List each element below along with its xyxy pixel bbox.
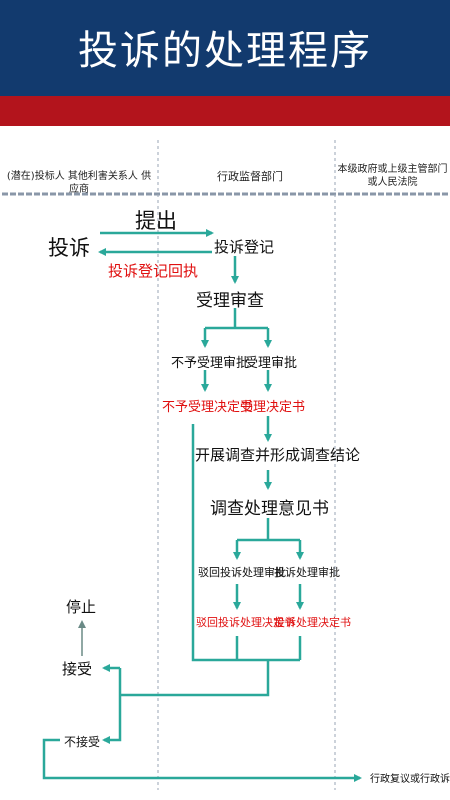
lane-label-complainant: (潜在)投标人 其他利害关系人 供应商 <box>6 171 152 195</box>
arrow-merge-results <box>120 660 270 697</box>
node-complaint: 投诉 <box>48 236 90 260</box>
node-accept: 接受 <box>62 660 93 678</box>
node-handle-approval: 投诉处理审批 <box>274 566 340 579</box>
node-not-accept: 不接受 <box>64 735 101 749</box>
lane-label-higher-authority: 本级政府或上级主管部门 或人民法院 <box>335 163 450 189</box>
node-accept-decision: 受理决定书 <box>240 400 306 415</box>
node-reject-decision: 不予受理决定书 <box>162 400 254 415</box>
arrow-to-appeal <box>42 738 362 782</box>
lane-label-supervisor: 行政监督部门 <box>217 170 283 183</box>
node-stop: 停止 <box>66 598 97 616</box>
node-appeal: 行政复议或行政诉讼 <box>370 774 450 785</box>
node-opinion: 调查处理意见书 <box>210 499 329 519</box>
lane-separators <box>2 140 448 790</box>
label-submit: 提出 <box>135 209 177 233</box>
node-dismiss-approval: 驳回投诉处理审批 <box>198 566 286 579</box>
lane-label-higher-authority-line1: 本级政府或上级主管部门 <box>337 164 448 175</box>
node-dismiss-decision: 驳回投诉处理决定书 <box>196 616 295 629</box>
node-receipt: 投诉登记回执 <box>108 262 199 280</box>
arrow-to-not-accept <box>102 668 122 744</box>
lane-label-higher-authority-line2: 或人民法院 <box>367 177 418 188</box>
node-accept-approval: 受理审批 <box>245 356 298 371</box>
header-banner: 投诉的处理程序 <box>0 0 450 96</box>
node-acceptance-review: 受理审查 <box>196 291 264 311</box>
node-handle-decision: 投诉处理决定书 <box>274 616 351 629</box>
node-investigate: 开展调查并形成调查结论 <box>195 446 361 464</box>
arrow-reject-decision-down <box>191 424 300 662</box>
red-band <box>0 96 450 126</box>
node-reject-approval: 不予受理审批 <box>171 356 250 371</box>
page-title: 投诉的处理程序 <box>78 28 372 74</box>
node-register: 投诉登记 <box>214 238 275 256</box>
